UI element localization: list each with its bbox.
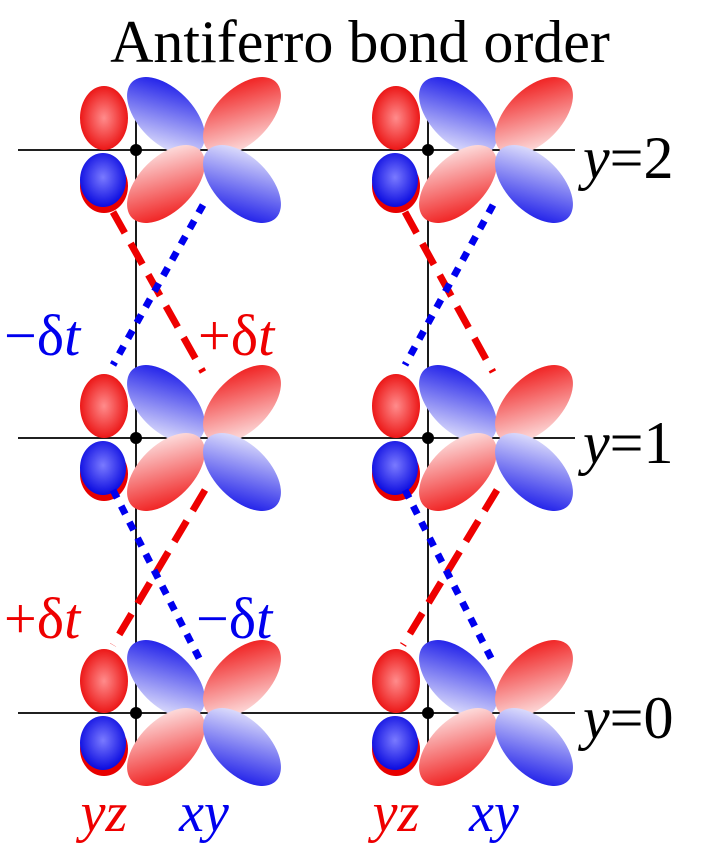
orbital-label-yz-left: yz: [76, 782, 128, 844]
orbital-label-xy-left: xy: [178, 782, 229, 844]
orbital-sites: [80, 62, 588, 801]
row-label-y0: y=0: [577, 685, 673, 751]
bond-blue-upper-left: [109, 203, 207, 367]
bond-blue-lower-right: [401, 488, 496, 662]
bond-label-lower-right: −δt: [196, 586, 274, 651]
bond-red-lower-right: [400, 488, 500, 647]
bond-blue-lower-left: [109, 488, 204, 662]
orbital-label-xy-right: xy: [468, 782, 519, 844]
bond-blue-upper-right: [401, 203, 497, 367]
bond-lines: [109, 203, 500, 662]
bond-red-lower-left: [109, 488, 209, 647]
orbital-label-yz-right: yz: [368, 782, 420, 844]
row-label-y2: y=2: [577, 125, 673, 191]
row-label-y1: y=1: [577, 410, 673, 476]
bond-label-lower-left: +δt: [4, 586, 82, 651]
bond-label-upper-left: −δt: [4, 303, 82, 368]
bond-label-upper-right: +δt: [198, 303, 276, 368]
diagram-title: Antiferro bond order: [110, 9, 610, 75]
